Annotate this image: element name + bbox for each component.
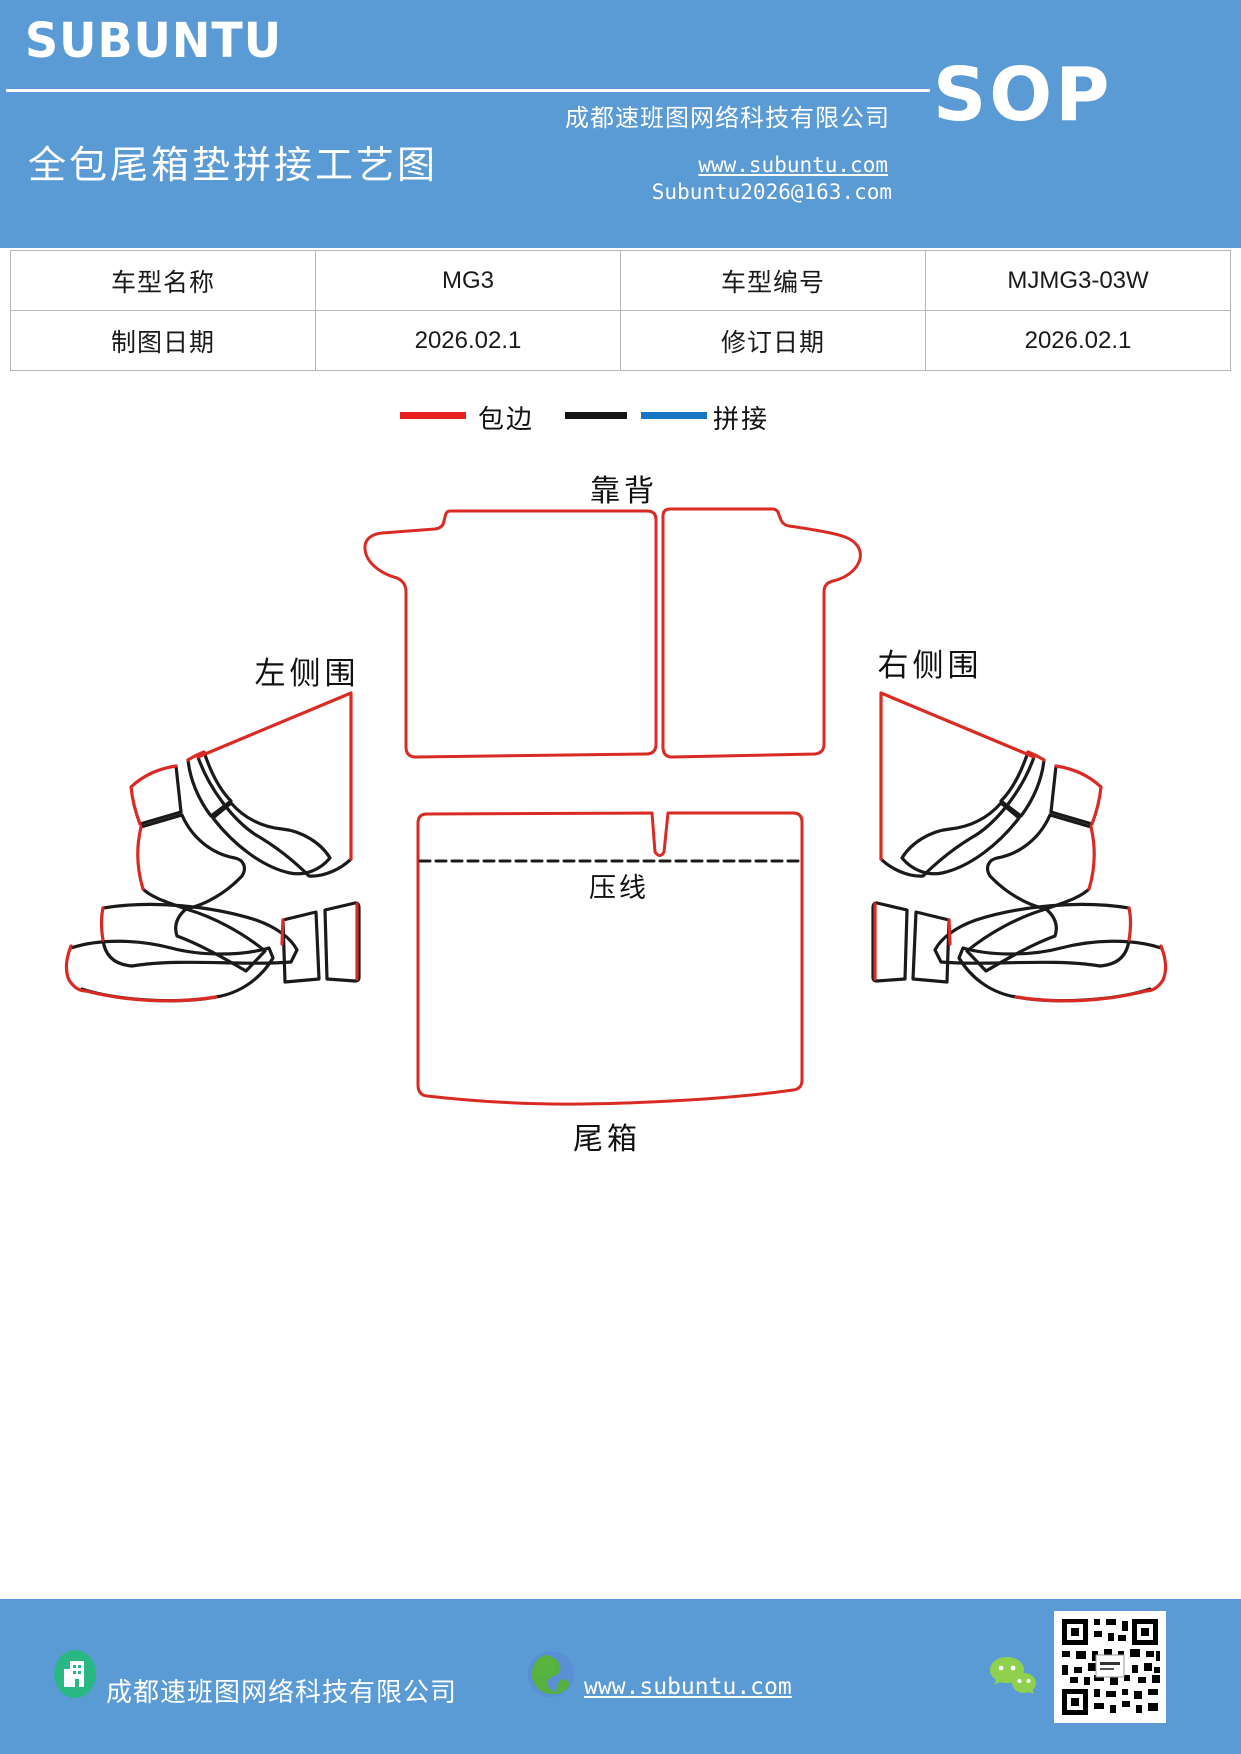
revise-date-label: 修订日期 (620, 310, 926, 371)
header-company-name: 成都速班图网络科技有限公司 (565, 106, 890, 132)
seam-label: 拼接 (713, 405, 770, 434)
header-website-link[interactable]: www.subuntu.com (698, 153, 888, 177)
table-row: 车型名称 MG3 车型编号 MJMG3-03W (10, 250, 1231, 311)
footer-banner: 成都速班图网络科技有限公司 www.subuntu.com (0, 1599, 1241, 1754)
right-side-cluster-mirror (871, 691, 1168, 1003)
table-row: 制图日期 2026.02.1 修订日期 2026.02.1 (10, 310, 1231, 371)
seam-blue-swatch (641, 412, 707, 419)
legend: 包边 拼接 (0, 398, 1241, 434)
draw-date-value: 2026.02.1 (315, 310, 621, 371)
edge-binding-swatch (400, 412, 466, 419)
sop-badge: SOP (933, 52, 1113, 138)
building-icon (54, 1650, 96, 1698)
seam-black-swatch (565, 412, 627, 419)
left-side-label: 左侧围 (254, 656, 360, 691)
backrest-right-piece-outline (661, 507, 862, 759)
footer-website-link[interactable]: www.subuntu.com (584, 1674, 792, 1700)
crease-label: 压线 (589, 873, 649, 903)
page-title: 全包尾箱垫拼接工艺图 (28, 145, 439, 187)
backrest-label: 靠背 (590, 475, 658, 508)
trunk-piece-outline (416, 811, 804, 1106)
side-cluster-edge-binding-lines (64, 691, 359, 1003)
model-code-value: MJMG3-03W (925, 250, 1231, 311)
model-name-value: MG3 (315, 250, 621, 311)
backrest-left-piece-outline (363, 509, 658, 759)
wechat-icon (990, 1657, 1036, 1694)
draw-date-label: 制图日期 (10, 310, 316, 371)
company-logo: SUBUNTU (25, 12, 283, 69)
info-table: 车型名称 MG3 车型编号 MJMG3-03W 制图日期 2026.02.1 修… (10, 250, 1231, 371)
header-divider-line (6, 89, 930, 92)
qr-code (1054, 1611, 1166, 1723)
header-email-text: Subuntu2026@163.com (651, 180, 892, 204)
header-banner: SUBUNTU 全包尾箱垫拼接工艺图 成都速班图网络科技有限公司 SOP www… (0, 0, 1241, 248)
side-cluster-seam-lines (69, 750, 361, 1003)
edge-binding-label: 包边 (478, 405, 535, 434)
revise-date-value: 2026.02.1 (925, 310, 1231, 371)
right-side-label: 右侧围 (877, 648, 983, 683)
footer-company-name: 成都速班图网络科技有限公司 (106, 1678, 458, 1707)
model-code-label: 车型编号 (620, 250, 926, 311)
trunk-label: 尾箱 (573, 1123, 641, 1156)
globe-icon (528, 1651, 574, 1697)
model-name-label: 车型名称 (10, 250, 316, 311)
